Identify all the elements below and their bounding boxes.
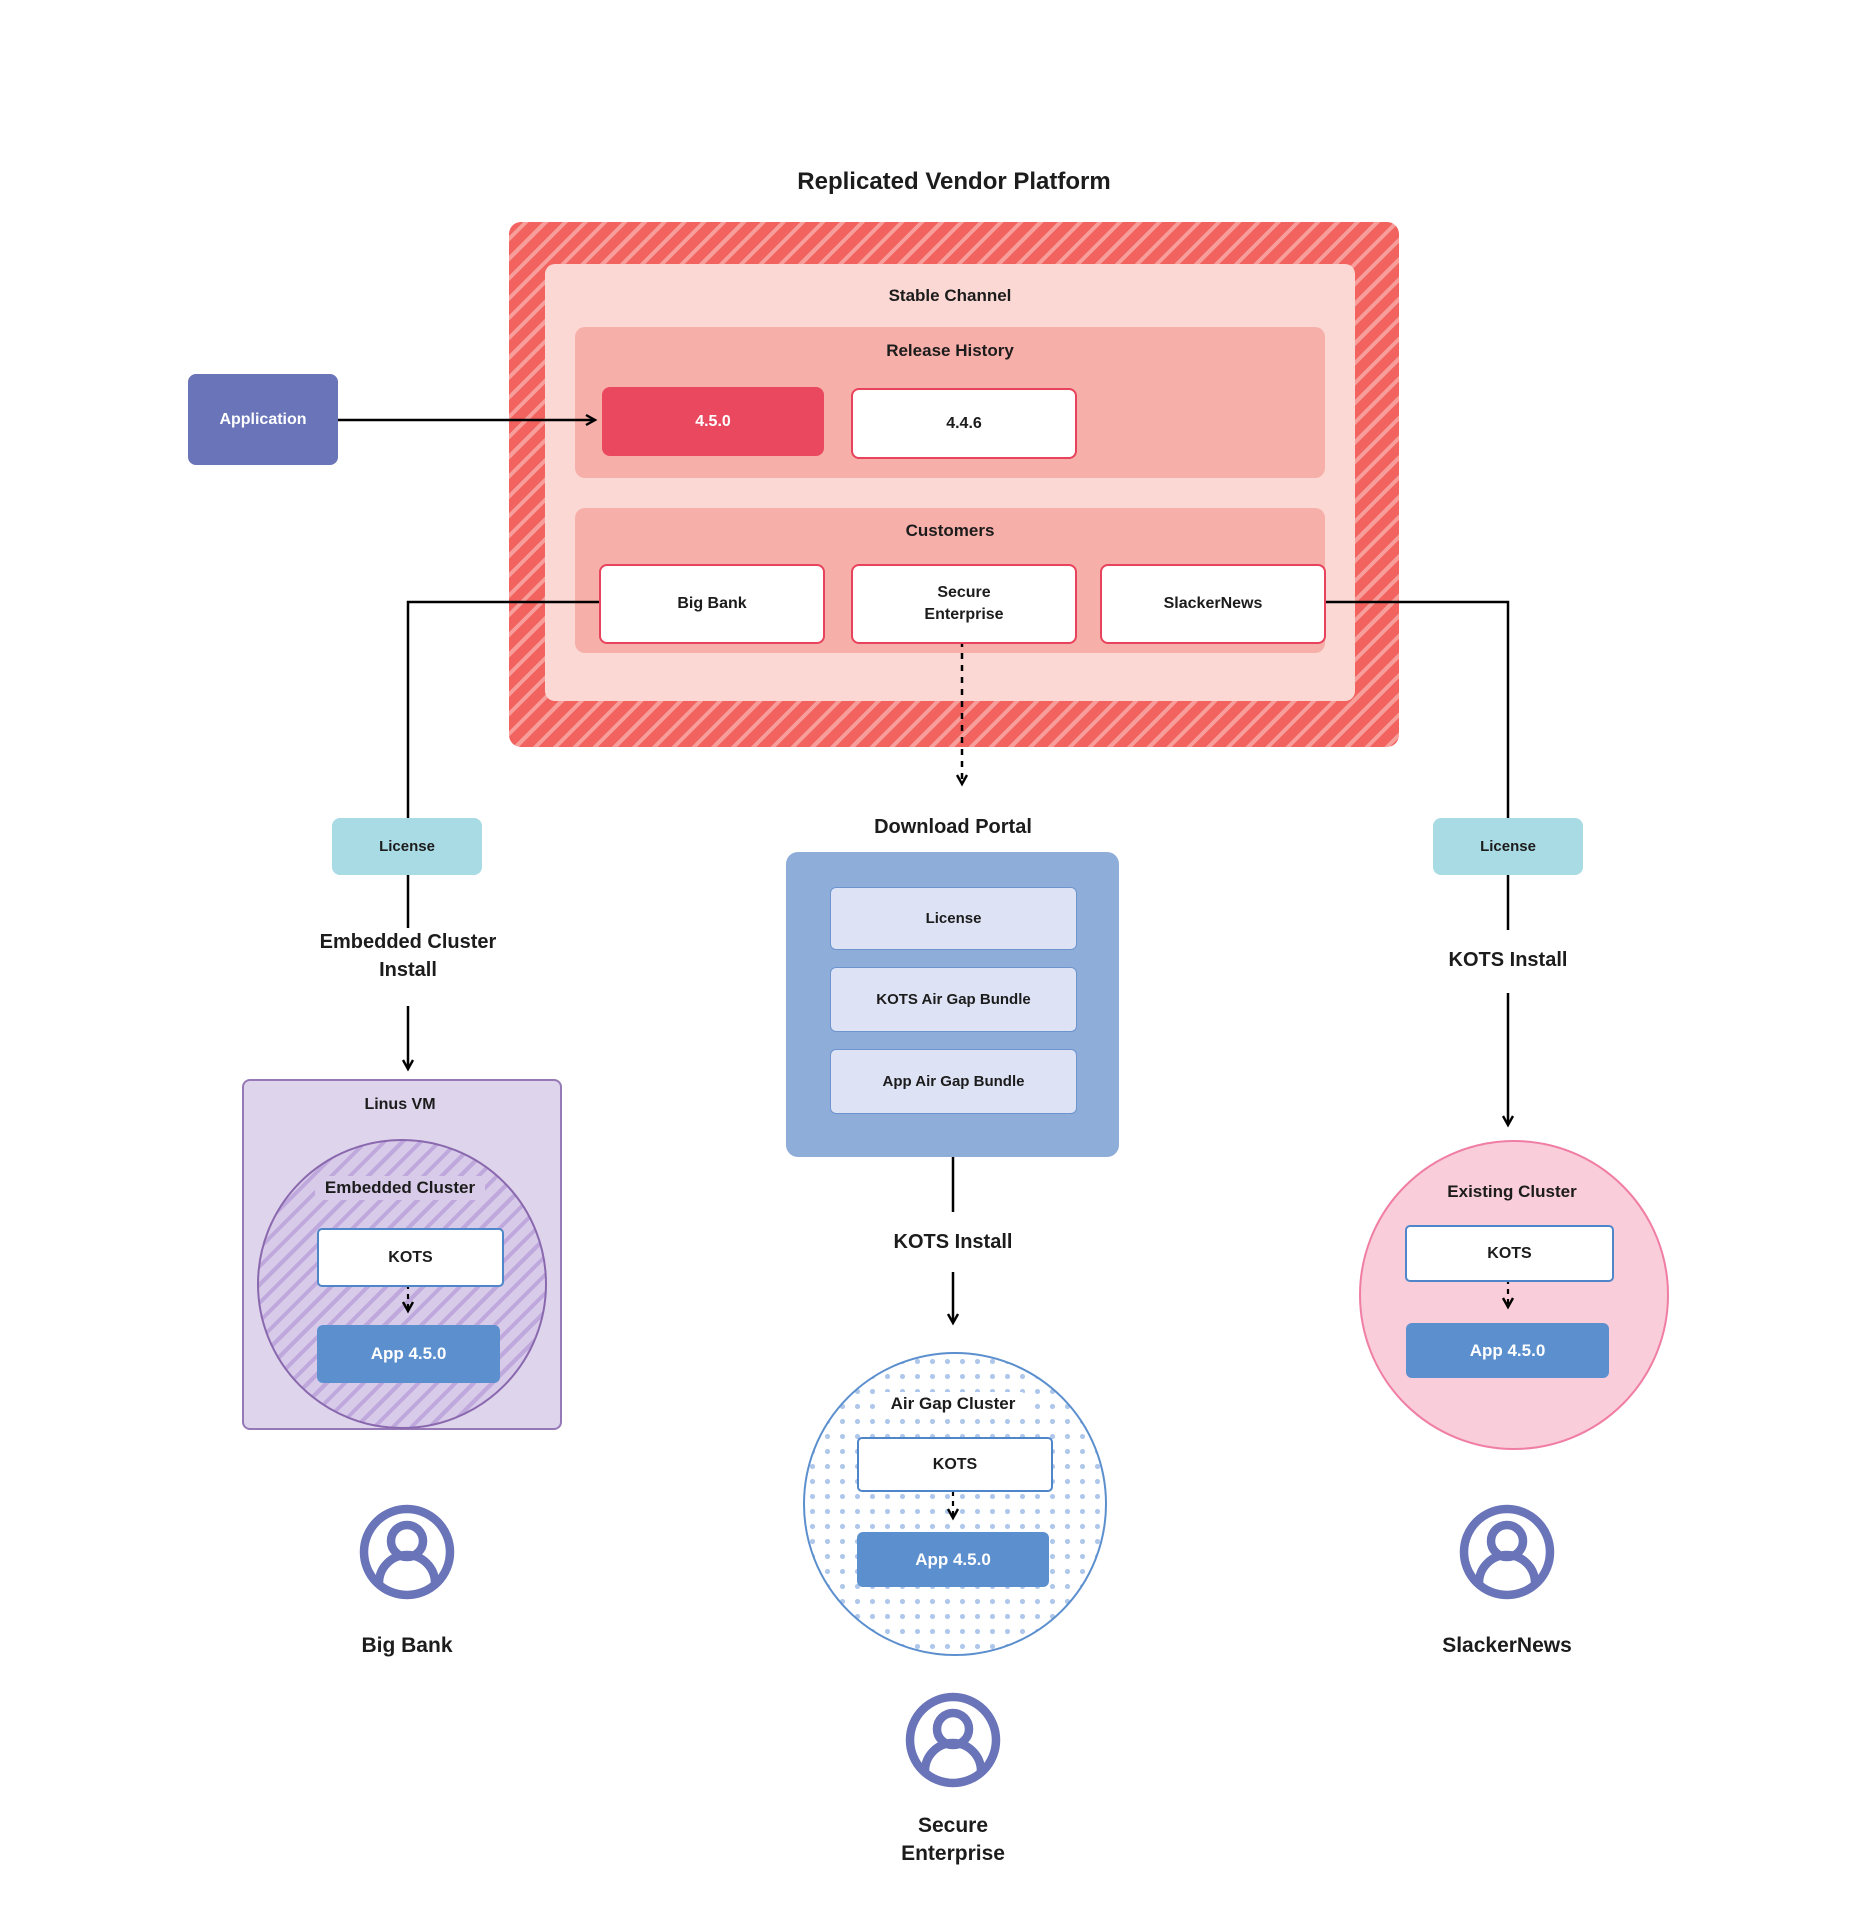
kots-left-label: KOTS (388, 1248, 433, 1266)
license-box-right: License (1433, 818, 1583, 875)
linus-vm-label: Linus VM (364, 1096, 436, 1113)
portal-kots-bundle-label: KOTS Air Gap Bundle (876, 991, 1031, 1008)
existing-cluster-circle (1359, 1140, 1669, 1450)
release-4-4-6: 4.4.6 (851, 388, 1077, 459)
app-left-label: App 4.5.0 (370, 1344, 447, 1363)
kots-box-left: KOTS (317, 1228, 504, 1287)
application-box: Application (188, 374, 338, 465)
kots-box-middle: KOTS (857, 1437, 1053, 1492)
portal-license-item: License (830, 887, 1077, 950)
kots-box-right: KOTS (1405, 1225, 1614, 1282)
release-history-label: Release History (886, 341, 1014, 360)
air-gap-cluster-label: Air Gap Cluster (803, 1392, 1103, 1416)
release-4-5-0-label: 4.5.0 (695, 412, 731, 430)
license-left-label: License (379, 838, 435, 855)
app-box-right: App 4.5.0 (1406, 1323, 1609, 1378)
customer-big-bank-label: Big Bank (677, 595, 747, 612)
release-4-5-0: 4.5.0 (602, 387, 824, 456)
customer-slackernews: SlackerNews (1100, 564, 1326, 644)
portal-kots-bundle-item: KOTS Air Gap Bundle (830, 967, 1077, 1032)
user-big-bank-label: Big Bank (361, 1634, 453, 1657)
user-icon-big-bank (357, 1502, 457, 1607)
release-4-4-6-label: 4.4.6 (946, 414, 982, 432)
embedded-cluster-label: Embedded Cluster (257, 1176, 543, 1200)
kots-install-label-right: KOTS Install (1448, 949, 1568, 971)
user-icon-secure-enterprise (903, 1690, 1003, 1795)
customer-secure-enterprise: Secure Enterprise (851, 564, 1077, 644)
app-box-middle: App 4.5.0 (857, 1532, 1049, 1587)
app-box-left: App 4.5.0 (317, 1325, 500, 1383)
license-box-left: License (332, 818, 482, 875)
customer-secure-enterprise-label: Secure Enterprise (924, 584, 1004, 623)
embedded-cluster-install-label: Embedded Cluster Install (319, 931, 497, 981)
kots-middle-label: KOTS (932, 1455, 978, 1473)
license-right-label: License (1480, 838, 1536, 855)
user-icon-slackernews (1457, 1502, 1557, 1607)
diagram-title: Replicated Vendor Platform (797, 168, 1111, 195)
person-icon (1459, 1504, 1555, 1600)
person-icon (905, 1692, 1001, 1788)
download-portal-title: Download Portal (874, 816, 1032, 838)
portal-app-bundle-label: App Air Gap Bundle (882, 1073, 1025, 1090)
application-label: Application (219, 410, 307, 428)
customers-label: Customers (905, 521, 995, 540)
kots-install-label-middle: KOTS Install (893, 1231, 1013, 1253)
user-secure-enterprise-label: Secure Enterprise (901, 1814, 1005, 1865)
existing-cluster-label: Existing Cluster (1447, 1182, 1577, 1201)
customer-slackernews-label: SlackerNews (1163, 595, 1263, 612)
customer-big-bank: Big Bank (599, 564, 825, 644)
person-icon (359, 1504, 455, 1600)
app-middle-label: App 4.5.0 (915, 1549, 991, 1569)
portal-license-label: License (925, 910, 982, 927)
kots-right-label: KOTS (1487, 1244, 1532, 1262)
user-slackernews-label: SlackerNews (1442, 1634, 1572, 1657)
app-right-label: App 4.5.0 (1469, 1340, 1546, 1360)
stable-channel-label: Stable Channel (888, 286, 1012, 305)
portal-app-bundle-item: App Air Gap Bundle (830, 1049, 1077, 1114)
